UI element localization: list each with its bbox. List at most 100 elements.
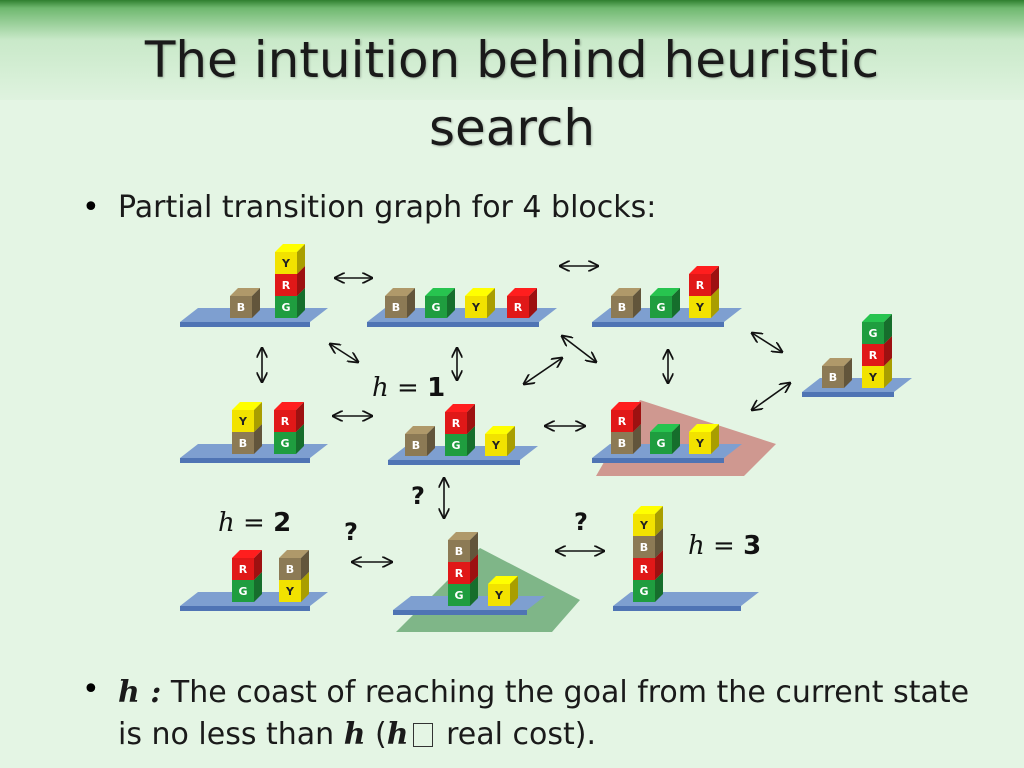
transition-arrow (752, 383, 790, 410)
bullet-heuristic-definition: h : The coast of reaching the goal from … (118, 672, 998, 756)
block-label: Y (695, 437, 705, 450)
h-equals: = (389, 373, 427, 403)
block-label: B (640, 541, 648, 554)
h-number: 2 (273, 508, 291, 538)
block-label: Y (868, 371, 878, 384)
block-G: G (650, 288, 680, 318)
block-label: Y (494, 589, 504, 602)
h-variable: h (372, 373, 389, 403)
block-label: Y (471, 301, 481, 314)
question-mark: ? (574, 508, 588, 536)
table-edge (180, 322, 310, 327)
block-label: Y (285, 585, 295, 598)
block-label: B (286, 563, 294, 576)
block-label: G (454, 589, 463, 602)
question-mark: ? (344, 518, 358, 546)
h-symbol: h (343, 717, 366, 752)
question-mark: ? (411, 482, 425, 510)
h-equals: = (705, 531, 743, 561)
h-symbol: h (386, 717, 409, 752)
block-B: B (279, 550, 309, 580)
block-label: B (412, 439, 420, 452)
transition-arrow (524, 358, 562, 384)
bullet-dot: • (82, 672, 100, 707)
h-number: 1 (427, 373, 445, 403)
h-variable: h (218, 508, 235, 538)
table-edge (592, 322, 724, 327)
block-label: R (452, 417, 461, 430)
block-label: G (639, 585, 648, 598)
slide-title: The intuition behind heuristic search (0, 26, 1024, 162)
block-G: G (862, 314, 892, 344)
table-edge (613, 606, 741, 611)
table-edge (180, 458, 310, 463)
block-Y: Y (633, 506, 663, 536)
block-label: R (455, 567, 464, 580)
block-label: B (237, 301, 245, 314)
state-6: B GR Y (388, 404, 538, 465)
block-label: G (280, 437, 289, 450)
table-edge (393, 610, 527, 615)
block-G: G (425, 288, 455, 318)
transition-arrow (562, 336, 596, 362)
block-label: G (281, 301, 290, 314)
block-R: R (611, 402, 641, 432)
block-label: Y (695, 301, 705, 314)
block-label: G (451, 439, 460, 452)
h-variable: h (688, 531, 705, 561)
table-edge (180, 606, 310, 611)
block-Y: Y (465, 288, 495, 318)
state-3: B G YR (592, 266, 742, 327)
block-R: R (232, 550, 262, 580)
table-edge (388, 460, 520, 465)
title-line-2: search (428, 99, 596, 157)
table-edge (592, 458, 724, 463)
bullet-transition-graph: Partial transition graph for 4 blocks: (118, 190, 657, 225)
block-label: B (829, 371, 837, 384)
block-label: R (281, 415, 290, 428)
block-G: G (650, 424, 680, 454)
block-label: R (514, 301, 523, 314)
h-value-label-2: h = 2 (218, 508, 291, 538)
block-B: B (611, 288, 641, 318)
block-label: G (431, 301, 440, 314)
paren-open: ( (365, 717, 387, 752)
block-label: Y (491, 439, 501, 452)
block-label: Y (238, 415, 248, 428)
block-R: R (445, 404, 475, 434)
block-label: R (239, 563, 248, 576)
block-B: B (385, 288, 415, 318)
block-B: B (448, 532, 478, 562)
block-label: B (618, 301, 626, 314)
definition-text-b: real cost). (436, 717, 596, 752)
title-line-1: The intuition behind heuristic (144, 31, 880, 89)
bullet-dot: • (82, 190, 100, 225)
block-label: Y (639, 519, 649, 532)
h-symbol: h : (118, 675, 162, 710)
block-R: R (274, 402, 304, 432)
block-R: R (507, 288, 537, 318)
transition-arrow (752, 333, 782, 352)
table-edge (802, 392, 894, 397)
block-R: R (689, 266, 719, 296)
block-label: G (868, 327, 877, 340)
block-Y: Y (275, 244, 305, 274)
block-label: R (696, 279, 705, 292)
h-equals: = (235, 508, 273, 538)
block-Y: Y (232, 402, 262, 432)
table-edge (367, 322, 539, 327)
transition-arrow (330, 344, 358, 362)
block-B: B (822, 358, 852, 388)
block-label: B (392, 301, 400, 314)
table-top (802, 378, 912, 392)
h-value-label-3: h = 3 (688, 531, 761, 561)
missing-glyph-box-icon (412, 723, 433, 747)
block-Y: Y (485, 426, 515, 456)
block-label: B (455, 545, 463, 558)
